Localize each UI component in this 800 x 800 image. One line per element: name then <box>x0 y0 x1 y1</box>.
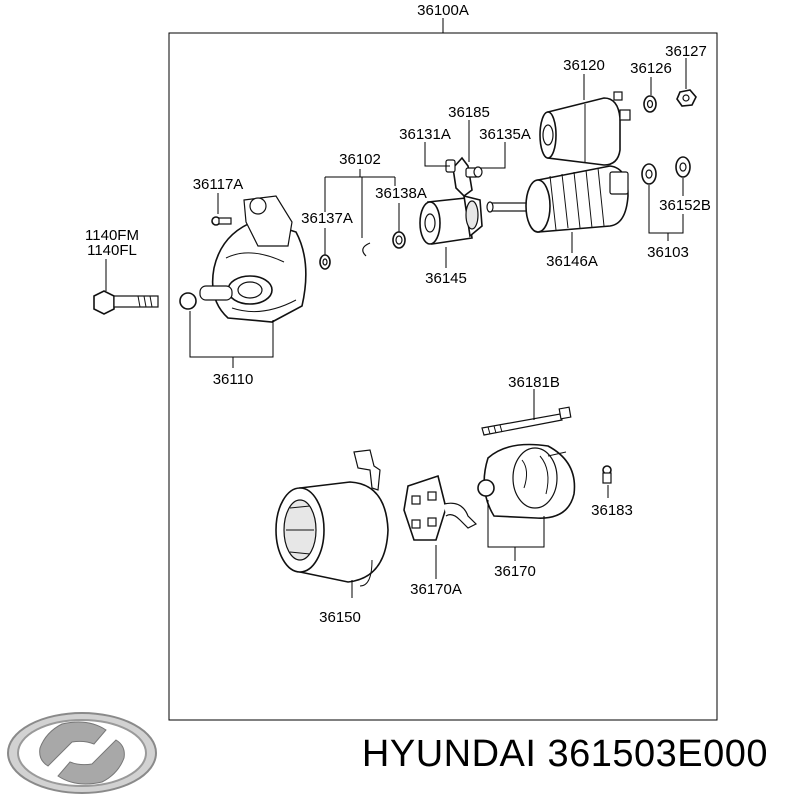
ring-36137A-part <box>319 254 331 270</box>
label-36138A: 36138A <box>375 185 427 202</box>
label-36185: 36185 <box>448 104 490 121</box>
leader-36131A <box>424 142 450 167</box>
through-bolt-36181B-part <box>481 406 572 436</box>
label-36150: 36150 <box>319 609 361 626</box>
label-36170: 36170 <box>494 563 536 580</box>
brand-part-number: HYUNDAI 361503E000 <box>362 733 768 775</box>
label-36183: 36183 <box>591 502 633 519</box>
label-36102: 36102 <box>339 151 381 168</box>
label-36135A: 36135A <box>479 126 531 143</box>
washer-36103-left-part <box>641 163 657 185</box>
label-36145: 36145 <box>425 270 467 287</box>
solenoid-part <box>539 91 631 166</box>
rear-cover-36170-part <box>477 443 576 519</box>
bracket-36110 <box>189 311 274 358</box>
assembly-label: 36100A <box>417 2 469 19</box>
hyundai-logo-icon <box>7 712 157 794</box>
brush-holder-36170A-part <box>403 474 478 541</box>
bracket-36103 <box>648 185 684 234</box>
screw-36117A-part <box>211 216 232 226</box>
label-36126: 36126 <box>630 60 672 77</box>
washer-36126-part <box>643 95 657 113</box>
screw-36183-part <box>602 465 612 484</box>
label-1140FM: 1140FM <box>85 227 139 244</box>
nut-36127-part <box>676 89 697 107</box>
label-36127: 36127 <box>665 43 707 60</box>
label-36152B: 36152B <box>659 197 711 214</box>
label-36103: 36103 <box>647 244 689 261</box>
label-1140FL: 1140FL <box>87 242 137 259</box>
label-36120: 36120 <box>563 57 605 74</box>
label-36110: 36110 <box>213 371 254 388</box>
label-36117A: 36117A <box>193 176 244 193</box>
washer-36152B-part <box>675 156 691 178</box>
label-36131A: 36131A <box>399 126 451 143</box>
label-36146A: 36146A <box>546 253 598 270</box>
bracket-36170 <box>487 500 545 548</box>
leader-36135A <box>480 142 506 169</box>
pinion-36145-part <box>419 194 483 245</box>
collar-36138A-part <box>392 231 406 249</box>
label-36170A: 36170A <box>410 581 462 598</box>
label-36181B: 36181B <box>508 374 560 391</box>
yoke-36150-part <box>275 449 389 587</box>
armature-36146A-part <box>486 165 629 233</box>
lever-36185-part <box>445 156 483 198</box>
label-36137A: 36137A <box>301 210 353 227</box>
snap-clip-part <box>362 242 371 257</box>
bolt-1140-part <box>93 290 159 315</box>
front-housing-36110-part <box>179 195 307 323</box>
